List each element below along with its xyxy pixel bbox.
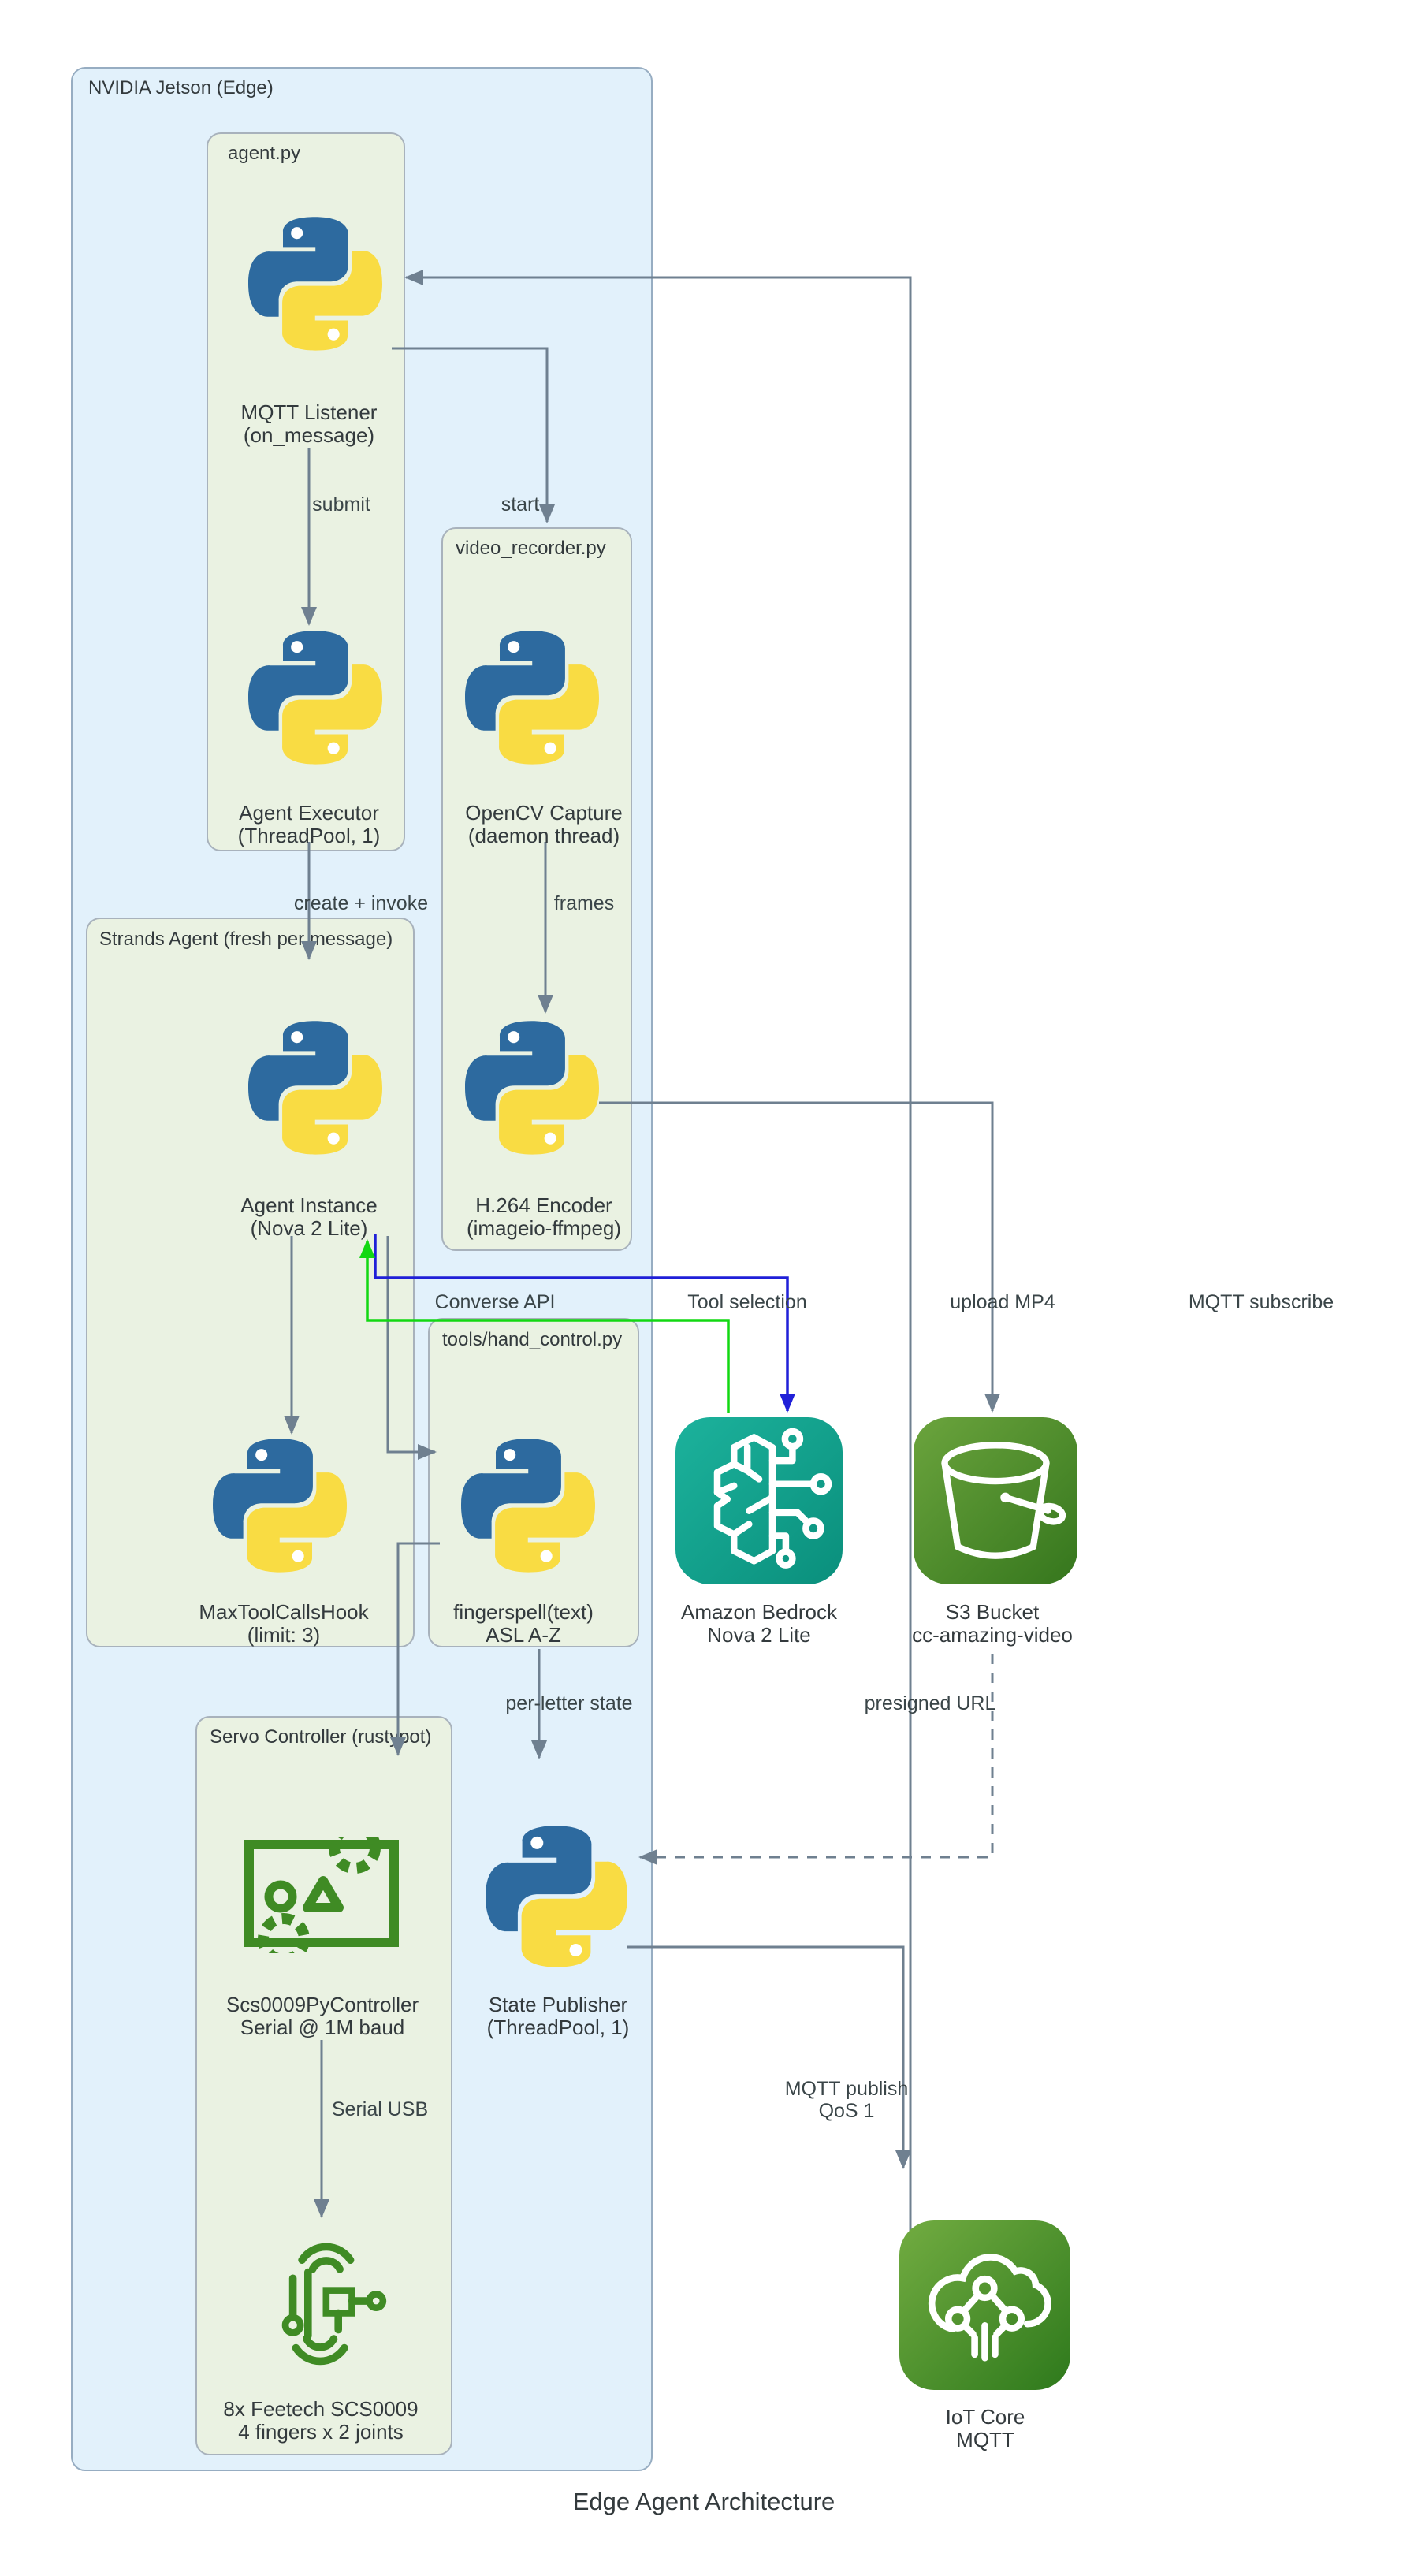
python-icon [248,217,382,351]
edge-label-create-invoke: create + invoke [293,892,429,914]
python-icon [213,1439,347,1573]
edge-upload-mp4 [599,1101,1000,1413]
node-label-scs0009pycontroller: Scs0009PyController Serial @ 1M baud [226,1993,419,2039]
label-line: S3 Bucket [945,1600,1040,1624]
label-line: State Publisher [488,1993,628,2016]
label-line: H.264 Encoder [475,1193,612,1217]
node-label-mqtt-listener: MQTT Listener (on_message) [241,401,378,447]
node-label-iot-core: IoT Core MQTT [946,2406,1025,2451]
label-line: ASL A-Z [486,1623,561,1647]
node-label-amazon-bedrock: Amazon Bedrock Nova 2 Lite [681,1601,837,1647]
label-line: Amazon Bedrock [681,1600,837,1624]
group-label-tools: tools/hand_control.py [442,1329,623,1350]
label-line: (imageio-ffmpeg) [466,1216,622,1240]
edge-label-mqtt-subscribe: MQTT subscribe [1188,1291,1334,1313]
python-icon [486,1826,627,1967]
iot-core-icon [899,2220,1070,2390]
edge-label-submit: submit [312,493,370,516]
node-label-s3-bucket: S3 Bucket cc-amazing-video [912,1601,1073,1647]
python-icon [465,631,599,765]
edge-label-serial-usb: Serial USB [331,2098,429,2120]
group-label-nvidia-jetson: NVIDIA Jetson (Edge) [88,77,274,99]
label-line: (ThreadPool, 1) [237,824,381,847]
label-line: OpenCV Capture [465,801,623,825]
node-label-agent-instance: Agent Instance (Nova 2 Lite) [240,1194,377,1240]
edge-label-per-letter-state: per-letter state [505,1692,633,1714]
edge-label-mqtt-publish: MQTT publish QoS 1 [785,2078,909,2122]
edge-label-mqtt-publish-line2: QoS 1 [818,2100,875,2122]
edge-label-converse-api: Converse API [434,1291,556,1313]
edge-label-start: start [501,493,540,516]
label-line: Agent Executor [239,801,379,825]
python-icon [248,631,382,765]
edge-label-frames: frames [553,892,615,914]
python-icon [248,1021,382,1155]
label-line: IoT Core [945,2405,1025,2429]
circuit-board-icon [246,2227,400,2378]
label-line: (ThreadPool, 1) [486,2016,630,2039]
label-line: MaxToolCallsHook [199,1600,369,1624]
s3-bucket-icon [914,1417,1077,1584]
node-label-state-publisher: State Publisher (ThreadPool, 1) [487,1993,630,2039]
label-line: Agent Instance [240,1193,378,1217]
label-line: MQTT Listener [240,400,378,424]
node-label-maxtoolcallshook: MaxToolCallsHook (limit: 3) [199,1601,368,1647]
label-line: (limit: 3) [247,1623,321,1647]
bedrock-icon [675,1417,843,1584]
label-line: cc-amazing-video [912,1623,1073,1647]
label-line: (daemon thread) [467,824,620,847]
label-line: Serial @ 1M baud [240,2016,405,2039]
node-label-fingerspell: fingerspell(text) ASL A-Z [453,1601,594,1647]
group-label-servo-controller: Servo Controller (rustypot) [210,1726,432,1748]
label-line: 8x Feetech SCS0009 [223,2397,419,2421]
label-line: (on_message) [243,423,375,447]
edge-label-tool-selection: Tool selection [687,1291,807,1313]
python-icon [465,1021,599,1155]
python-icon [461,1439,595,1573]
edge-presigned-url [638,1654,994,1865]
label-line: fingerspell(text) [453,1600,594,1624]
edge-label-upload-mp4: upload MP4 [950,1291,1055,1313]
label-line: (Nova 2 Lite) [250,1216,368,1240]
edge-mqtt-publish [627,1945,911,2169]
label-line: 4 fingers x 2 joints [238,2420,404,2444]
label-line: MQTT [956,2428,1014,2451]
group-label-video-recorder: video_recorder.py [456,538,606,559]
node-label-feetech-servos: 8x Feetech SCS0009 4 fingers x 2 joints [223,2398,418,2444]
label-line: Scs0009PyController [225,1993,419,2016]
group-label-strands-agent: Strands Agent (fresh per message) [99,929,393,950]
servo-controller-icon [243,1822,400,1965]
edge-label-presigned-url: presigned URL [864,1692,996,1714]
group-label-agent-py: agent.py [228,143,301,164]
edge-label-mqtt-publish-line1: MQTT publish [784,2078,909,2100]
node-label-h264-encoder: H.264 Encoder (imageio-ffmpeg) [467,1194,621,1240]
label-line: Nova 2 Lite [707,1623,811,1647]
node-label-agent-executor: Agent Executor (ThreadPool, 1) [238,802,381,847]
diagram-title: Edge Agent Architecture [572,2488,835,2515]
node-label-opencv-capture: OpenCV Capture (daemon thread) [465,802,622,847]
